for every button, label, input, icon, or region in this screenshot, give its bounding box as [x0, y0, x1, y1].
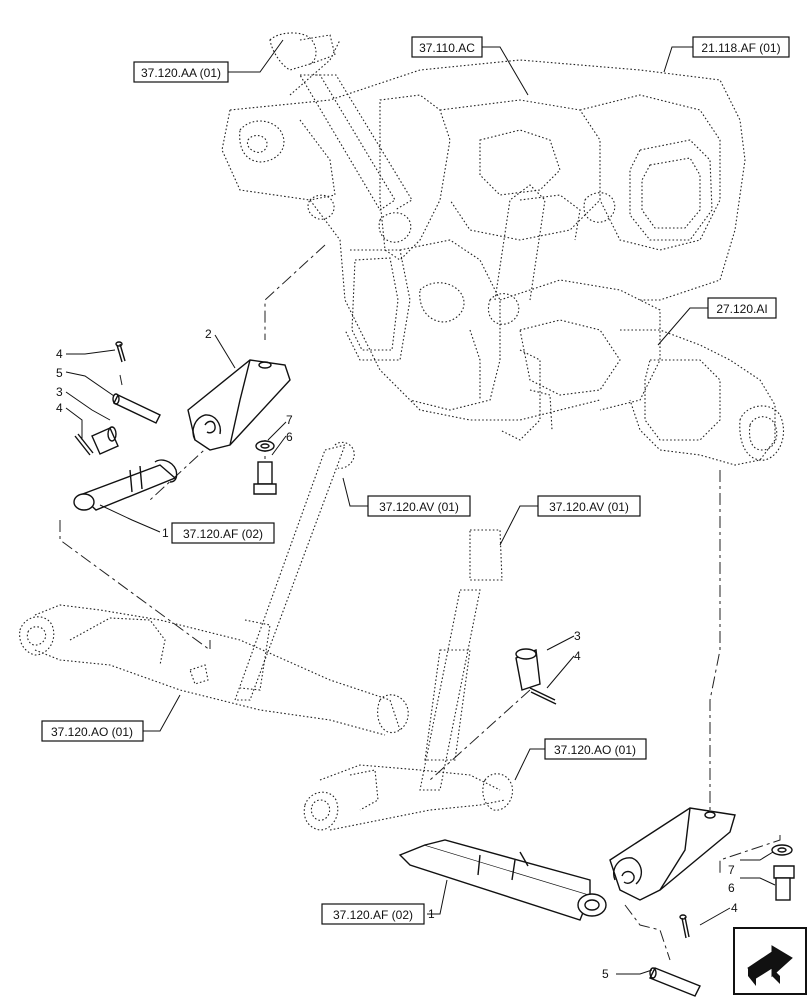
clip-part-4-bottom — [679, 914, 690, 939]
cylinder-part-1-top — [73, 459, 178, 511]
callout-5-bottom: 5 — [602, 967, 609, 981]
washer-part-7-top — [255, 440, 275, 452]
pin-part-5-top — [112, 393, 161, 424]
ref-label: 21.118.AF (01) — [701, 41, 780, 55]
item-numbers: 1 2 3 4 4 5 6 7 3 4 1 4 5 6 7 — [56, 327, 738, 981]
callout-1-bottom: 1 — [428, 907, 435, 921]
pin-part-5-bottom — [649, 967, 701, 997]
washer-part-7-bottom — [771, 844, 793, 856]
ref-label: 37.120.AA (01) — [141, 66, 221, 80]
ref-label: 37.110.AC — [419, 41, 475, 55]
ref-label: 37.120.AF (02) — [333, 908, 413, 922]
ref-37-120-af-02-bottom[interactable]: 37.120.AF (02) — [321, 903, 425, 925]
callout-6-bottom: 6 — [728, 881, 735, 895]
ref-label: 27.120.AI — [716, 302, 767, 316]
bolt-part-6-bottom — [773, 865, 795, 901]
bolt-part-6-top — [253, 461, 277, 495]
pin-part-3-top — [91, 426, 119, 455]
ref-label: 37.120.AO (01) — [51, 725, 133, 739]
clip-part-4-top-a — [115, 341, 126, 363]
bracket-part-2 — [187, 359, 291, 451]
ref-27-120-ai[interactable]: 27.120.AI — [707, 297, 777, 319]
ref-label: 37.120.AV (01) — [549, 500, 629, 514]
lift-rod-right — [419, 529, 503, 791]
clip-part-4-mid — [529, 687, 557, 705]
ref-label: 37.120.AO (01) — [554, 743, 636, 757]
clip-part-4-top-b — [74, 433, 94, 456]
lift-arm-left — [19, 604, 409, 736]
bracket-part-2-bottom — [609, 807, 736, 901]
callout-1-top: 1 — [162, 526, 169, 540]
lift-rod-left — [234, 441, 355, 701]
ref-label: 37.120.AV (01) — [379, 500, 459, 514]
callout-4-bottom: 4 — [731, 901, 738, 915]
ref-37-110-ac[interactable]: 37.110.AC — [411, 36, 483, 58]
ref-21-118-af-01[interactable]: 21.118.AF (01) — [692, 36, 790, 58]
transmission-housing — [221, 32, 784, 466]
next-page-arrow-icon[interactable] — [733, 927, 807, 995]
ref-37-120-ao-01-left[interactable]: 37.120.AO (01) — [41, 720, 144, 742]
ref-37-120-ao-01-right[interactable]: 37.120.AO (01) — [544, 738, 647, 760]
ref-37-120-af-02-top[interactable]: 37.120.AF (02) — [171, 522, 275, 544]
callout-4-left-a: 4 — [56, 347, 63, 361]
callout-2: 2 — [205, 327, 212, 341]
callout-4-left-b: 4 — [56, 401, 63, 415]
ref-37-120-av-01-right[interactable]: 37.120.AV (01) — [537, 495, 641, 517]
callout-leaders — [65, 39, 776, 975]
ref-label: 37.120.AF (02) — [183, 527, 263, 541]
callout-3-mid: 3 — [574, 629, 581, 643]
callout-7-top: 7 — [286, 413, 293, 427]
ref-37-120-av-01-left[interactable]: 37.120.AV (01) — [367, 495, 471, 517]
lift-arm-right — [303, 764, 514, 831]
callout-7-bottom: 7 — [728, 863, 735, 877]
callout-3-left: 3 — [56, 385, 63, 399]
callout-5-left: 5 — [56, 366, 63, 380]
pin-part-3-mid — [515, 648, 541, 691]
cylinder-part-1-bottom — [398, 839, 607, 921]
ref-37-120-aa-01[interactable]: 37.120.AA (01) — [133, 61, 229, 83]
callout-4-mid: 4 — [574, 649, 581, 663]
callout-6-top: 6 — [286, 430, 293, 444]
